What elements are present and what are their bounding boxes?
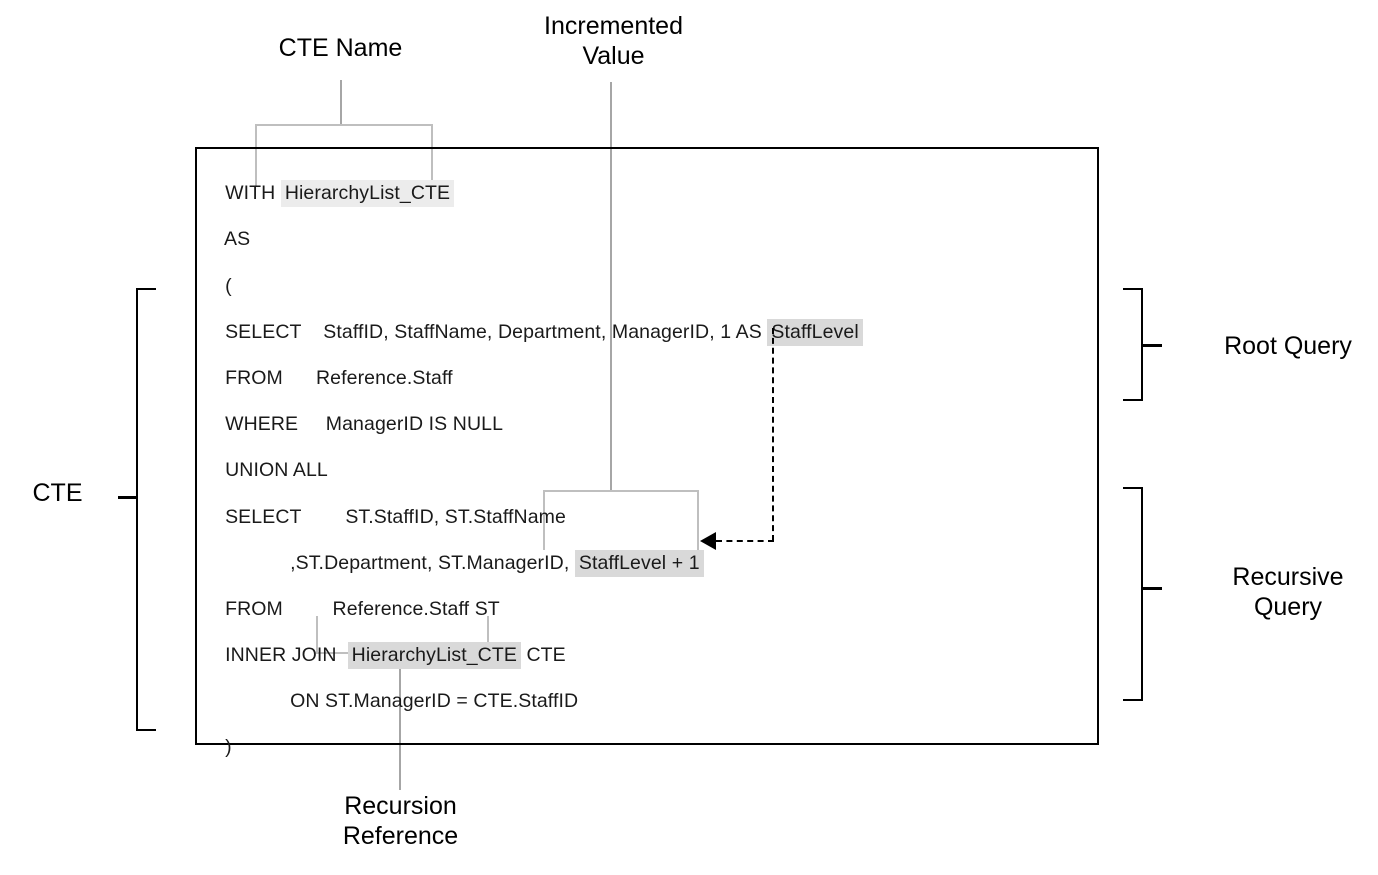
code-line-as: AS [203,203,250,275]
code-keyword: AS [224,228,251,250]
code-line-where-root: WHERE ManagerID IS NULL [203,388,503,460]
bracket-cte [136,288,156,731]
code-text-tail: CTE [520,644,566,666]
bracket-recursive-query [1123,487,1143,701]
code-text: Reference.Staff [282,367,453,389]
code-text: ManagerID IS NULL [298,413,504,435]
code-text: Reference.Staff ST [282,598,500,620]
bracket-tick-cte [118,496,138,499]
label-cte-name: CTE Name [278,34,403,62]
code-keyword: WITH [225,182,281,204]
code-line-from-root: FROM Reference.Staff [203,342,453,414]
code-token-cte-name: HierarchyList_CTE [280,180,455,207]
code-keyword: INNER JOIN [225,644,337,666]
code-line-with: WITH HierarchyList_CTE [203,157,455,229]
connector-incremented-value [610,82,612,492]
code-line-union-all: UNION ALL [203,434,328,506]
code-keyword: ( [225,275,232,297]
code-text: ON ST.ManagerID = CTE.StaffID [290,690,579,712]
code-token-stafflevel: StaffLevel [767,319,863,346]
label-recursive-query: Recursive Query [1232,563,1344,621]
bracket-tick-recursive-query [1141,587,1162,590]
code-token-recursion-reference: HierarchyList_CTE [347,642,521,669]
code-token-stafflevel-plus-one: StaffLevel + 1 [574,550,704,577]
code-keyword: FROM [225,598,283,620]
code-keyword: FROM [225,367,283,389]
code-keyword: ) [225,736,232,758]
code-line-select-recursive-cont: ,ST.Department, ST.ManagerID, StaffLevel… [268,527,704,599]
feedback-arrow-vertical [772,328,774,541]
bracket-root-query [1123,288,1143,401]
code-line-open-paren: ( [203,250,232,322]
label-recursion-reference: Recursion Reference [342,792,459,850]
label-cte: CTE [32,479,83,507]
connector-cte-name [340,80,342,126]
label-root-query: Root Query [1224,332,1352,360]
feedback-arrowhead-icon [700,532,716,550]
code-text: ,ST.Department, ST.ManagerID, [290,552,575,574]
feedback-arrow-horizontal [716,540,774,542]
code-line-close-paren: ) [203,711,232,783]
code-text: ST.StaffID, ST.StaffName [301,506,566,528]
sql-code-box [195,147,1099,745]
code-line-inner-join: INNER JOIN HierarchyList_CTE CTE [203,619,566,691]
code-keyword: UNION ALL [225,459,328,481]
callout-incremented-value [543,490,699,550]
code-text: StaffID, StaffName, Department, ManagerI… [301,321,768,343]
code-keyword: WHERE [225,413,299,435]
connector-recursion-reference [399,652,401,790]
label-incremented-value: Incremented Value [544,12,683,70]
code-text [337,644,348,666]
code-line-from-recursive: FROM Reference.Staff ST [203,573,500,645]
code-keyword: SELECT [225,506,302,528]
callout-cte-name [255,124,433,186]
code-line-select-root: SELECT StaffID, StaffName, Department, M… [203,296,863,368]
code-line-on-clause: ON ST.ManagerID = CTE.StaffID [268,665,578,737]
code-keyword: SELECT [225,321,302,343]
code-line-select-recursive: SELECT ST.StaffID, ST.StaffName [203,481,566,553]
bracket-tick-root-query [1141,344,1162,347]
